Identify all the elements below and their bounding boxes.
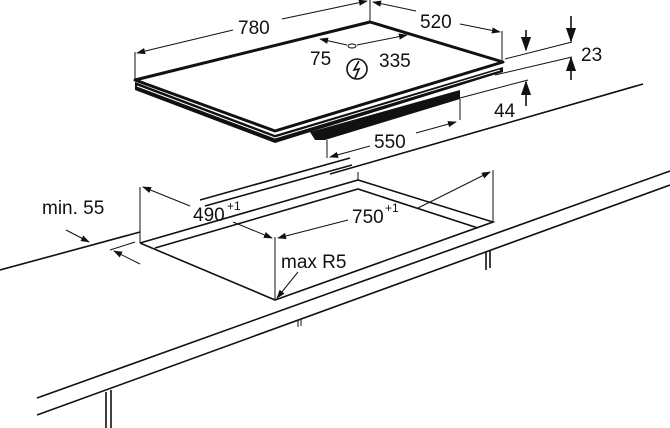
cutout-width-label: 750: [352, 207, 384, 228]
min-distance-edge: [109, 241, 136, 251]
min-distance-arrow: [113, 250, 141, 265]
hob-thickness-label: 23: [581, 45, 602, 66]
hole-offset-right-label: 335: [379, 51, 411, 72]
min-edge-distance-label: min. 55: [42, 198, 104, 219]
hob-underbody: [310, 90, 460, 140]
dimension-arrow-550: [415, 121, 457, 134]
extension-line: [459, 79, 529, 99]
hob-width-label: 780: [238, 18, 270, 39]
countertop-back-edge-right: [329, 83, 644, 175]
hob-side-edge: [135, 67, 503, 143]
extension-line: [494, 56, 573, 76]
countertop-front-bottom-edge: [36, 184, 670, 416]
corner-radius-arrow: [276, 271, 299, 299]
cabinet-leg-right: [485, 250, 491, 270]
hob-body-width-label: 550: [374, 132, 406, 153]
cutout-width-tolerance: +1: [385, 201, 399, 215]
countertop-back-edge-left: [0, 231, 141, 271]
countertop-front-top-edge: [36, 170, 670, 399]
dimension-arrow-520: [372, 0, 417, 12]
cable-hole: [347, 43, 357, 49]
min-distance-arrow: [65, 229, 90, 243]
cabinet-leg-middle: [297, 319, 302, 327]
dimension-arrow-335: [356, 33, 408, 46]
dimension-arrow-780: [281, 0, 368, 20]
hob-glass-top: [133, 20, 505, 133]
cutout-depth-tolerance: +1: [227, 199, 241, 213]
dimension-arrow-550: [329, 145, 371, 158]
countertop: [0, 83, 670, 428]
dimension-arrow-520: [459, 23, 501, 34]
hob: 780 520 75 335 23 44 550: [133, 0, 602, 158]
hob-body-height-label: 44: [494, 101, 516, 122]
dimension-arrow-750: [417, 171, 491, 209]
lightning-in-circle-icon: [346, 58, 368, 80]
cutout-inner-edge: [154, 188, 479, 249]
corner-radius-label: max R5: [281, 252, 346, 273]
hob-edge-highlight: [136, 69, 501, 139]
cutout-depth-label: 490: [193, 205, 225, 226]
dimension-arrow-780: [136, 29, 234, 55]
extension-line: [504, 41, 573, 60]
cutout-back-edge-inner: [204, 164, 353, 207]
cutout-back-edge: [199, 157, 351, 201]
cutout: 490 +1 750 +1 max R5 min. 55: [42, 157, 496, 301]
hob-depth-label: 520: [420, 12, 452, 33]
cabinet-leg-left: [105, 390, 112, 428]
cutout-outline: [139, 179, 496, 301]
hole-offset-left-label: 75: [310, 49, 331, 70]
dimension-arrow-750: [277, 219, 349, 240]
dimension-arrow-75: [319, 37, 348, 46]
dimension-arrow-490: [232, 221, 273, 239]
dimension-arrow-490: [142, 186, 191, 207]
